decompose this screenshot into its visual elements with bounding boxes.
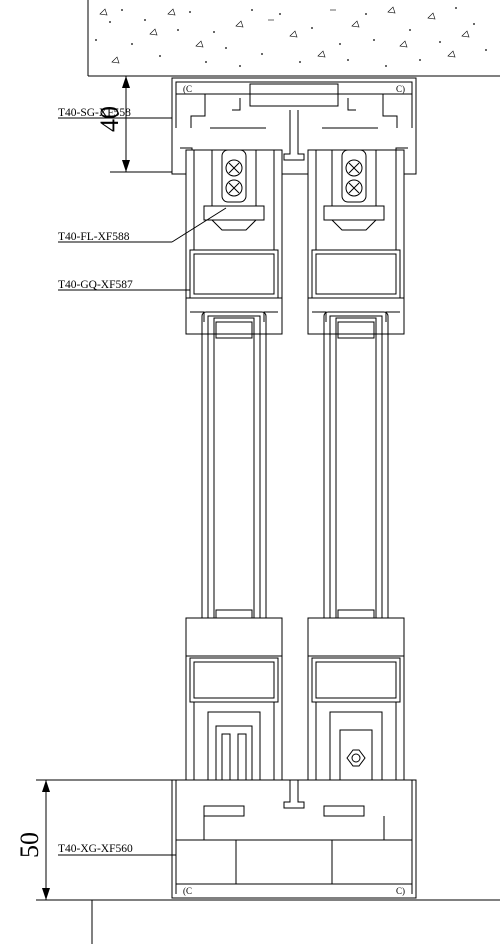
leader-interlock: T40-FL-XF588 xyxy=(58,207,227,243)
leader-sash-profile: T40-GQ-XF587 xyxy=(58,279,190,291)
dimension-bottom-value: 50 xyxy=(15,832,44,858)
floor-slab xyxy=(40,899,500,944)
bottom-frame-rail: (C C) xyxy=(171,779,417,899)
dimension-bottom: 50 xyxy=(15,779,172,901)
right-sash-head xyxy=(307,149,405,335)
left-sash-foot xyxy=(185,617,283,807)
dimension-top: 40 xyxy=(95,75,172,173)
leader-top-rail: T40-SG-XF558 xyxy=(58,107,172,119)
left-glass-pane xyxy=(190,311,278,639)
svg-text:C): C) xyxy=(396,886,405,896)
left-sash-head xyxy=(185,149,283,335)
right-roller-screw-top xyxy=(345,159,363,197)
concrete-dots xyxy=(95,7,487,67)
left-roller-screw-top xyxy=(225,159,243,197)
label-sash-profile: T40-GQ-XF587 xyxy=(58,279,133,291)
label-top-rail: T40-SG-XF558 xyxy=(58,107,131,119)
label-bottom-rail: T40-XG-XF560 xyxy=(58,843,133,855)
svg-text:C): C) xyxy=(396,84,405,94)
label-interlock: T40-FL-XF588 xyxy=(58,231,130,243)
dimension-top-value: 40 xyxy=(95,106,124,132)
leader-bottom-rail: T40-XG-XF560 xyxy=(58,843,176,856)
concrete-hatch xyxy=(99,6,470,64)
svg-text:(C: (C xyxy=(183,886,192,896)
right-glass-pane xyxy=(312,311,400,639)
svg-text:(C: (C xyxy=(183,84,192,94)
concrete-head xyxy=(87,0,500,77)
